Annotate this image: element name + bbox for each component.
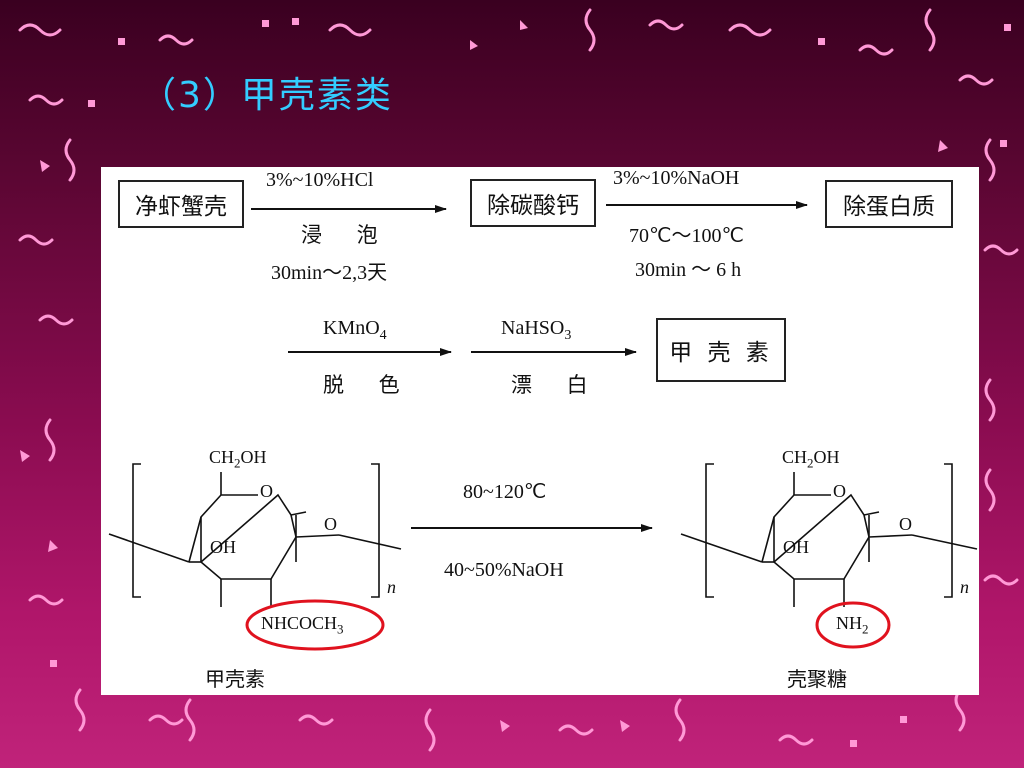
chitin-bridge-oxygen: O <box>324 514 337 534</box>
chitin-structure <box>108 463 402 607</box>
label-reaction-naoh: 40~50%NaOH <box>444 559 564 581</box>
chitosan-name: 壳聚糖 <box>787 667 847 691</box>
diagram-panel: 净虾蟹壳 3%~10%HCl 浸 泡 30min～2,3天 除碳酸钙 3%~10… <box>101 167 979 695</box>
chitin-acetamido: NHCOCH3 <box>261 613 344 638</box>
chitin-ch2oh-ch: CH <box>209 447 235 467</box>
chitosan-ring-oxygen: O <box>833 481 846 501</box>
label-soak: 浸 泡 <box>301 223 392 247</box>
label-bleach: 漂 白 <box>511 373 602 397</box>
label-reaction-temp: 80~120℃ <box>463 481 547 503</box>
chitin-ch2oh-oh: OH <box>240 447 267 467</box>
label-naoh: 3%~10%NaOH <box>613 167 740 189</box>
label-nahso3-main: NaHSO <box>501 317 565 339</box>
chitin-repeat-n: n <box>387 577 396 597</box>
chitosan-amino: NH2 <box>836 613 869 638</box>
chitosan-ch2oh-ch: CH <box>782 447 808 467</box>
chitosan-repeat-n: n <box>960 577 969 597</box>
label-nahso3-sub: 3 <box>564 328 572 343</box>
slide-title: （3）甲壳素类 <box>140 75 393 116</box>
label-kmno4: KMnO4 <box>323 317 387 344</box>
chitin-hydroxyl: OH <box>210 537 236 557</box>
label-kmno4-sub: 4 <box>379 328 387 343</box>
highlight-nhcoch3 <box>245 599 385 651</box>
chitin-acetamido-main: NHCOCH <box>261 613 338 633</box>
label-hcl: 3%~10%HCl <box>266 169 374 191</box>
box-remove-caco3: 除碳酸钙 <box>470 179 596 227</box>
chitosan-hydroxyl: OH <box>783 537 809 557</box>
highlight-nh2 <box>815 601 891 649</box>
chitin-name: 甲壳素 <box>205 667 265 691</box>
chitin-ring-oxygen: O <box>260 481 273 501</box>
chitosan-bridge-oxygen: O <box>899 514 912 534</box>
diagram-lines <box>108 201 978 651</box>
chitosan-ch2oh-oh: OH <box>813 447 840 467</box>
chitin-ch2oh-sub: 2 <box>234 455 241 471</box>
label-decolor: 脱 色 <box>323 373 414 397</box>
chitosan-ch2oh: CH2OH <box>782 447 840 472</box>
chitosan-amino-sub: 2 <box>862 621 869 637</box>
label-nahso3: NaHSO3 <box>501 317 571 344</box>
box-shrimp-crab-shell: 净虾蟹壳 <box>118 180 244 228</box>
chitin-ch2oh: CH2OH <box>209 447 267 472</box>
label-kmno4-main: KMnO <box>323 317 380 339</box>
box-remove-protein: 除蛋白质 <box>825 180 953 228</box>
label-naoh-time: 30min ～ 6 h <box>635 259 742 281</box>
chitosan-amino-main: NH <box>836 613 862 633</box>
box-chitin-product: 甲 壳 素 <box>656 318 786 382</box>
label-naoh-temp: 70℃～100℃ <box>629 225 744 247</box>
chitin-acetamido-sub: 3 <box>337 621 344 637</box>
chitosan-ch2oh-sub: 2 <box>807 455 814 471</box>
label-soak-time: 30min～2,3天 <box>271 262 388 284</box>
chitosan-structure <box>680 463 978 607</box>
